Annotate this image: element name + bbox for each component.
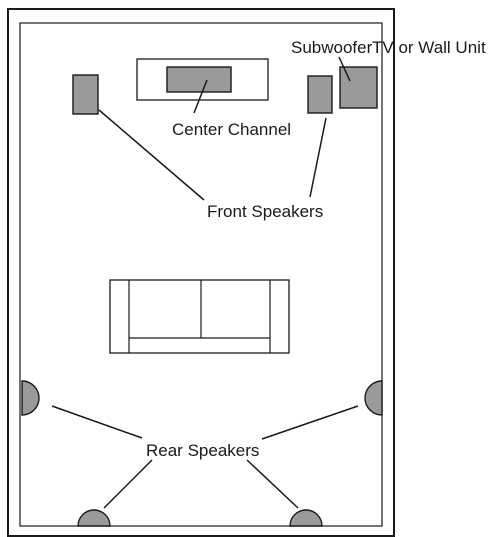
center-channel-speaker xyxy=(166,66,232,93)
rear-bottom-left-speaker xyxy=(77,509,111,527)
center-channel-label: Center Channel xyxy=(172,120,291,139)
room-outer-wall xyxy=(7,8,395,537)
tv-cabinet xyxy=(136,58,269,101)
rear-right-speaker xyxy=(364,380,383,416)
front-right-leader xyxy=(309,117,327,198)
subwoofer-leader xyxy=(338,56,351,82)
subwoofer-label: Subwoofer xyxy=(291,38,373,57)
rear-bottom-right-speaker xyxy=(289,509,323,527)
rear-left-speaker xyxy=(21,380,40,416)
rear-speakers-label: Rear Speakers xyxy=(146,441,259,460)
tv-unit-label: TV or Wall Unit xyxy=(372,38,486,57)
front-speakers-label: Front Speakers xyxy=(207,202,323,221)
rear-left-leader xyxy=(51,405,143,439)
rear-right-leader xyxy=(261,405,359,440)
sofa xyxy=(109,279,290,354)
rear-bottom-right-leader xyxy=(246,459,299,509)
room-inner-wall xyxy=(19,22,383,527)
front-right-speaker xyxy=(307,75,333,114)
front-left-speaker xyxy=(72,74,99,115)
rear-bottom-left-leader xyxy=(103,459,153,509)
subwoofer-speaker xyxy=(339,66,378,109)
center-channel-leader xyxy=(193,79,208,114)
front-left-leader xyxy=(98,109,205,201)
